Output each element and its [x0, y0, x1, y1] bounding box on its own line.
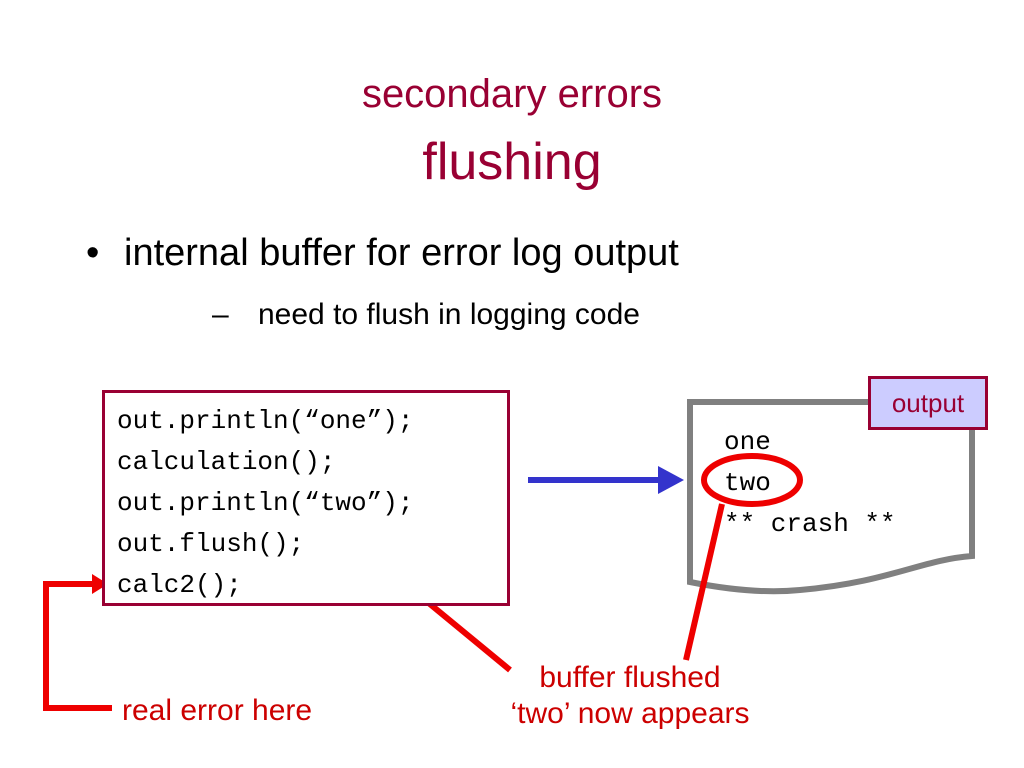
- subbullet-text: need to flush in logging code: [258, 298, 640, 331]
- code-block: out.println(“one”); calculation(); out.p…: [102, 390, 510, 606]
- output-line: one: [724, 427, 771, 457]
- two-pointer-line: [683, 503, 725, 661]
- bullet-text: internal buffer for error log output: [124, 232, 679, 274]
- buffer-flushed-line1: buffer flushed: [539, 661, 721, 694]
- bullet-item: • internal buffer for error log output: [86, 232, 679, 275]
- slide-title: secondary errors: [361, 72, 663, 116]
- buffer-flushed-note: buffer flushed ‘two’ now appears: [470, 660, 790, 732]
- real-error-arrow-head: [92, 574, 108, 594]
- code-line: calc2();: [117, 570, 242, 600]
- buffer-flushed-line2: ‘two’ now appears: [510, 697, 750, 730]
- real-error-note: real error here: [122, 694, 313, 727]
- code-line: out.flush();: [117, 529, 305, 559]
- bullet-marker: •: [86, 232, 100, 274]
- code-line: out.println(“one”);: [117, 406, 414, 436]
- output-label: output: [868, 376, 988, 430]
- output-paper-shape: [687, 399, 975, 595]
- output-text: one two ** crash **: [724, 422, 896, 545]
- flow-arrow-head: [658, 466, 684, 494]
- code-line: calculation();: [117, 447, 336, 477]
- subbullet-item: –need to flush in logging code: [212, 298, 640, 332]
- real-error-bracket: [43, 581, 112, 711]
- subbullet-marker: –: [212, 298, 229, 331]
- code-line: out.println(“two”);: [117, 488, 414, 518]
- slide-subtitle: flushing: [422, 133, 602, 191]
- two-highlight-circle: [701, 453, 803, 507]
- output-line: ** crash **: [724, 509, 896, 539]
- output-line: two: [724, 468, 771, 498]
